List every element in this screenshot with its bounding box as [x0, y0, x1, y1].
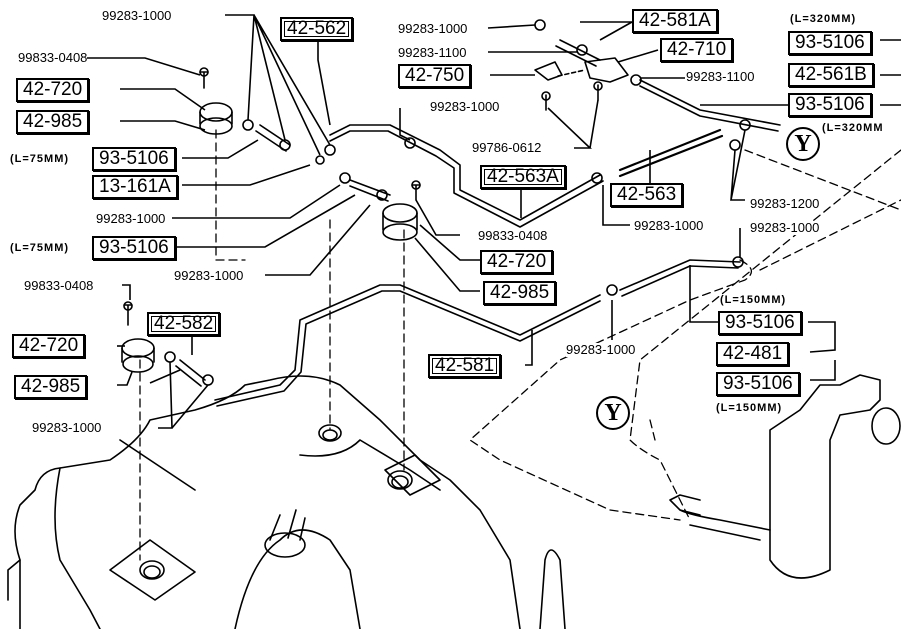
- part-box-93-5106-left-1[interactable]: 93-5106: [92, 147, 176, 171]
- part-box-93-5106-right-2[interactable]: 93-5106: [716, 372, 800, 396]
- part-box-42-561B[interactable]: 42-561B: [788, 63, 874, 87]
- part-box-42-562[interactable]: 42-562: [280, 17, 354, 41]
- part-number-clamp-right[interactable]: 99283-1000: [750, 220, 820, 235]
- part-box-42-481[interactable]: 42-481: [716, 342, 790, 366]
- part-box-93-5106-right-1[interactable]: 93-5106: [718, 311, 802, 335]
- part-box-13-161A[interactable]: 13-161A: [92, 175, 178, 199]
- part-number-clamp-1100-right[interactable]: 99283-1100: [686, 69, 755, 84]
- length-note-left-2: (L=75MM): [10, 242, 70, 254]
- part-number-clamp-top-left[interactable]: 99283-1000: [102, 8, 172, 23]
- part-number-clamp-1100-left[interactable]: 99283-1100: [398, 45, 467, 60]
- hand-figure: [669, 374, 901, 579]
- part-box-42-985-left-2[interactable]: 42-985: [14, 375, 88, 399]
- part-number-clamp-left-b[interactable]: 99283-1000: [174, 268, 244, 283]
- installation-guide-lines: [139, 129, 901, 561]
- part-box-42-720-center[interactable]: 42-720: [480, 250, 554, 274]
- part-number-bolt-center[interactable]: 99833-0408: [478, 228, 548, 243]
- part-box-42-720-left-2[interactable]: 42-720: [12, 334, 86, 358]
- part-number-bolt-left-2[interactable]: 99833-0408: [24, 278, 94, 293]
- length-note-right-1: (L=150MM): [720, 294, 787, 306]
- fuel-tank-outline: [7, 375, 566, 629]
- part-box-93-5106-top-right-1[interactable]: 93-5106: [788, 31, 872, 55]
- part-number-clamp-mid[interactable]: 99283-1000: [430, 99, 500, 114]
- length-note-right-2: (L=150MM): [716, 402, 783, 414]
- part-box-42-582[interactable]: 42-582: [147, 312, 221, 336]
- part-number-clamp-top-mid[interactable]: 99283-1000: [398, 21, 468, 36]
- part-box-42-750[interactable]: 42-750: [398, 64, 472, 88]
- part-number-clamp-42-581[interactable]: 99283-1000: [566, 342, 636, 357]
- length-note-top-right-2: (L=320MM: [822, 122, 884, 134]
- part-number-clamp-1200[interactable]: 99283-1200: [750, 196, 820, 211]
- part-box-42-581[interactable]: 42-581: [428, 354, 502, 378]
- reference-mark-y-bottom: Y: [596, 396, 630, 430]
- bolts: [123, 67, 603, 326]
- length-note-left-1: (L=75MM): [10, 153, 70, 165]
- part-number-bolt-99786[interactable]: 99786-0612: [472, 140, 542, 155]
- length-note-top-right-1: (L=320MM): [790, 13, 857, 25]
- part-box-42-563A[interactable]: 42-563A: [480, 165, 566, 189]
- part-box-42-581A[interactable]: 42-581A: [632, 9, 718, 33]
- part-number-clamp-left-a[interactable]: 99283-1000: [96, 211, 166, 226]
- reference-mark-y-top: Y: [786, 127, 820, 161]
- three-way-joint: [534, 57, 629, 83]
- part-box-93-5106-left-2[interactable]: 93-5106: [92, 236, 176, 260]
- rollover-valves: [121, 102, 418, 373]
- part-box-42-563[interactable]: 42-563: [610, 183, 684, 207]
- part-number-bolt-left-1[interactable]: 99833-0408: [18, 50, 88, 65]
- part-number-clamp-bottom-left[interactable]: 99283-1000: [32, 420, 102, 435]
- part-box-42-985-left-1[interactable]: 42-985: [16, 110, 90, 134]
- part-box-42-720-left-1[interactable]: 42-720: [16, 78, 90, 102]
- part-number-clamp-42-563[interactable]: 99283-1000: [634, 218, 704, 233]
- vent-hoses: [175, 39, 781, 407]
- tank-port-rings: [109, 424, 441, 601]
- part-box-93-5106-top-right-2[interactable]: 93-5106: [788, 93, 872, 117]
- part-box-42-985-center[interactable]: 42-985: [483, 281, 557, 305]
- part-box-42-710[interactable]: 42-710: [660, 38, 734, 62]
